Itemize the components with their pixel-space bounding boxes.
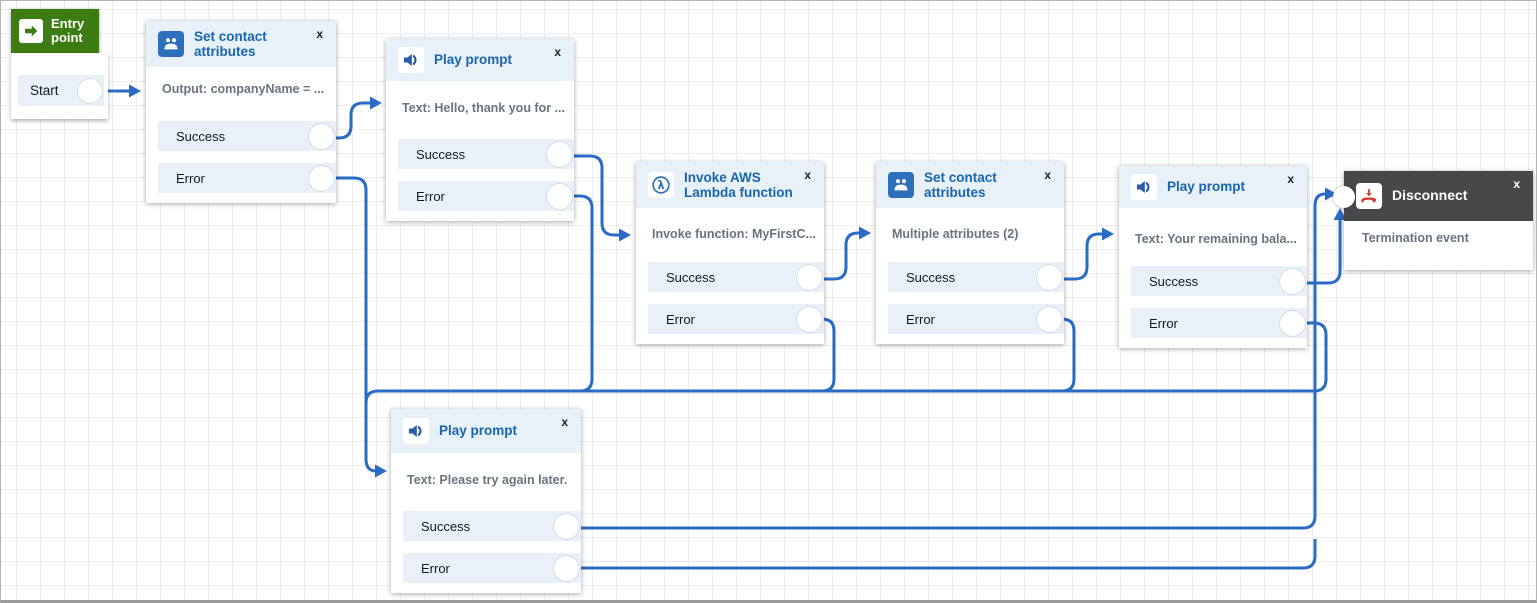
output-success[interactable]: Success: [1131, 266, 1307, 296]
hang-up-phone-icon: [1356, 183, 1382, 209]
output-port[interactable]: [1280, 268, 1305, 294]
node-summary: Text: Please try again later.: [407, 473, 568, 487]
close-icon[interactable]: x: [804, 168, 811, 182]
close-icon[interactable]: x: [554, 45, 561, 59]
output-error[interactable]: Error: [1131, 308, 1307, 338]
speaker-icon: [1131, 174, 1157, 200]
start-block[interactable]: Start: [11, 53, 108, 119]
entry-arrow-icon: [19, 19, 43, 43]
connector-pp1-success: [561, 154, 620, 237]
connector-pperr-error: [566, 539, 1317, 570]
start-output-port[interactable]: [78, 79, 102, 103]
connector-sca2-success: [1051, 232, 1103, 281]
contact-attributes-icon: [888, 172, 914, 198]
output-error[interactable]: Error: [648, 304, 824, 334]
output-success[interactable]: Success: [648, 262, 824, 292]
node-title: Play prompt: [439, 423, 518, 439]
output-label: Success: [176, 128, 226, 144]
output-port[interactable]: [1037, 306, 1062, 332]
close-icon[interactable]: x: [316, 27, 323, 41]
node-summary: Termination event: [1362, 231, 1469, 245]
output-label: Success: [666, 269, 716, 285]
node-set-contact-attributes-1[interactable]: Set contact attributes x Output: company…: [146, 21, 336, 203]
node-summary: Invoke function: MyFirstC...: [652, 227, 816, 241]
node-title: Disconnect: [1392, 187, 1468, 204]
node-summary: Text: Your remaining bala...: [1135, 232, 1297, 246]
output-label: Error: [176, 170, 205, 186]
output-port[interactable]: [554, 513, 579, 539]
node-play-prompt-balance[interactable]: Play prompt x Text: Your remaining bala.…: [1119, 166, 1307, 348]
contact-attributes-icon: [158, 31, 184, 57]
connector-sca1-success: [321, 101, 370, 140]
speaker-icon: [398, 47, 424, 73]
close-icon[interactable]: x: [561, 415, 568, 429]
close-icon[interactable]: x: [1044, 168, 1051, 182]
node-summary: Multiple attributes (2): [892, 227, 1019, 241]
output-success[interactable]: Success: [888, 262, 1064, 292]
node-title: Play prompt: [1167, 179, 1246, 195]
node-title: Play prompt: [434, 52, 513, 68]
output-label: Success: [416, 146, 466, 162]
output-label: Error: [416, 188, 445, 204]
connector-pp1-error: [561, 194, 594, 393]
connector-sca1-error: [321, 176, 368, 451]
connector-pperr-success: [566, 192, 1326, 530]
output-error[interactable]: Error: [158, 163, 336, 193]
output-port[interactable]: [797, 264, 822, 290]
output-label: Error: [1149, 315, 1178, 331]
output-port[interactable]: [309, 123, 334, 149]
output-error[interactable]: Error: [403, 553, 581, 583]
output-label: Error: [421, 560, 450, 576]
close-icon[interactable]: x: [1513, 177, 1520, 191]
output-label: Error: [666, 311, 695, 327]
output-port[interactable]: [547, 141, 572, 167]
start-label: Start: [30, 83, 59, 98]
output-port[interactable]: [1037, 264, 1062, 290]
speaker-icon: [403, 418, 429, 444]
output-error[interactable]: Error: [888, 304, 1064, 334]
entry-point-label: Entry point: [51, 16, 85, 45]
node-summary: Text: Hello, thank you for ...: [402, 101, 565, 115]
output-label: Success: [421, 518, 471, 534]
node-play-prompt-error[interactable]: Play prompt x Text: Please try again lat…: [391, 409, 581, 593]
output-port[interactable]: [797, 306, 822, 332]
input-port[interactable]: [1333, 186, 1355, 208]
output-port[interactable]: [547, 183, 572, 209]
node-invoke-lambda[interactable]: λ Invoke AWS Lambda function x Invoke fu…: [636, 162, 824, 344]
node-summary: Output: companyName = ...: [162, 82, 325, 96]
output-error[interactable]: Error: [398, 181, 574, 211]
node-set-contact-attributes-2[interactable]: Set contact attributes x Multiple attrib…: [876, 162, 1064, 344]
output-label: Error: [906, 311, 935, 327]
output-port[interactable]: [554, 555, 579, 581]
connector-pp3-success: [1294, 220, 1342, 285]
output-port[interactable]: [309, 165, 334, 191]
output-success[interactable]: Success: [398, 139, 574, 169]
node-title: Set contact attributes: [194, 28, 267, 59]
output-label: Success: [906, 269, 956, 285]
node-play-prompt-welcome[interactable]: Play prompt x Text: Hello, thank you for…: [386, 39, 574, 221]
lambda-icon: λ: [648, 172, 674, 198]
svg-text:λ: λ: [657, 178, 664, 192]
close-icon[interactable]: x: [1287, 172, 1294, 186]
output-success[interactable]: Success: [403, 511, 581, 541]
node-title: Invoke AWS Lambda function: [684, 169, 793, 200]
output-label: Success: [1149, 273, 1199, 289]
output-success[interactable]: Success: [158, 121, 336, 151]
connector-lambda-success: [811, 231, 860, 281]
output-port[interactable]: [1280, 310, 1305, 336]
node-disconnect[interactable]: Disconnect x Termination event: [1333, 171, 1533, 270]
node-title: Set contact attributes: [924, 169, 997, 200]
entry-point-badge: Entry point: [11, 9, 99, 53]
